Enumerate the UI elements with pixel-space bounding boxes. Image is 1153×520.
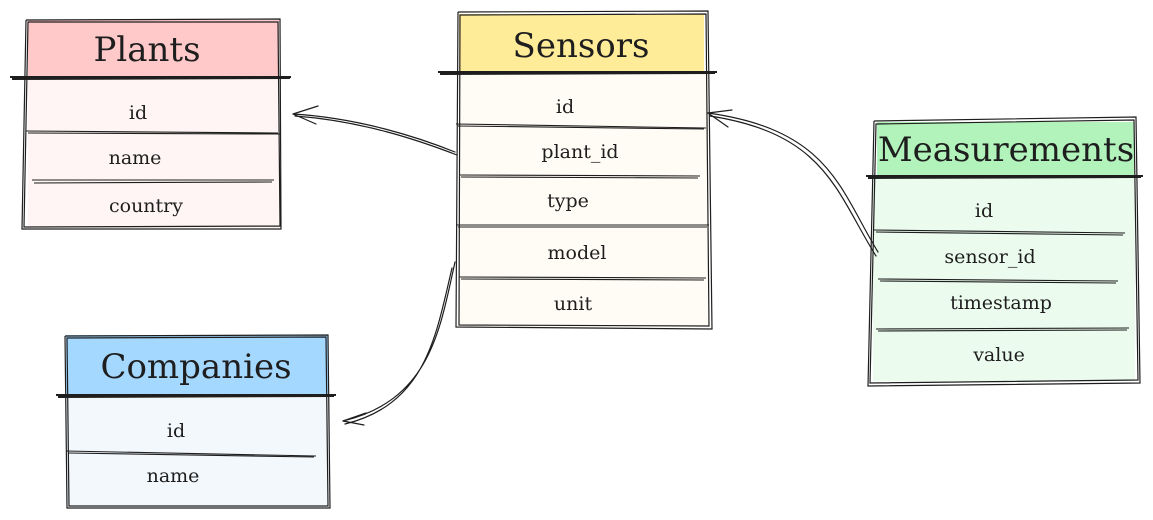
table-plants-row-divider [25,130,281,135]
table-measurements-field: value [972,344,1025,366]
table-measurements-row-divider [873,229,1126,236]
table-plants-body-bg [28,79,279,228]
table-plants-field: id [129,102,147,124]
relation-measurements-sensors [707,109,879,257]
table-sensors-header-divider [438,71,717,75]
table-measurements-border [867,116,1141,387]
table-sensors-row-divider [456,224,709,228]
table-measurements-row-divider [875,327,1130,332]
table-sensors-border [455,10,713,330]
table-measurements-field: id [975,200,993,222]
relation-line [292,113,458,156]
table-measurements-header-divider [866,175,1143,179]
table-plants-title: Plants [93,30,200,70]
table-sensors-title: Sensors [513,26,650,66]
table-companies-field: name [147,465,200,487]
table-measurements-header-bg [877,122,1134,176]
table-sensors-field: plant_id [541,141,618,163]
table-sensors-field: unit [554,293,593,315]
relation-sensors-companies [342,261,456,426]
table-sensors-field: id [556,96,574,118]
table-sensors-header-bg [459,14,704,72]
table-plants-header-divider [10,76,291,80]
table-sensors-field: model [548,242,607,264]
table-sensors-body-bg [459,74,708,327]
table-companies-header-divider [56,394,336,398]
table-plants-header-bg [28,20,279,77]
table-sensors-field: type [547,190,589,212]
table-measurements-field: timestamp [950,292,1052,314]
relation-line [342,261,456,425]
table-companies-title: Companies [100,347,291,387]
table-plants[interactable]: Plants id name country [10,18,291,230]
table-sensors[interactable]: Sensors id plant_id type model unit [438,10,717,330]
table-measurements[interactable]: Measurements id sensor_id timestamp valu… [866,116,1143,387]
table-sensors-row-divider [458,276,707,281]
arrowhead-icon [292,105,319,125]
table-plants-row-divider [32,179,274,184]
table-companies-header-bg [66,335,328,395]
table-plants-border [21,18,282,230]
table-companies-field: id [167,420,185,442]
table-plants-field: name [109,147,162,169]
relation-line [707,112,879,257]
table-measurements-title: Measurements [878,130,1134,170]
table-measurements-row-divider [877,278,1119,284]
table-plants-field: country [109,195,183,217]
relation-sensors-plants [292,105,458,156]
table-companies-row-divider [65,450,317,458]
table-companies[interactable]: Companies id name [56,334,336,509]
arrowhead-icon [707,109,733,128]
arrowhead-icon [342,412,367,426]
table-sensors-row-divider [455,123,707,130]
table-measurements-field: sensor_id [944,246,1035,268]
table-sensors-row-divider [458,174,701,179]
